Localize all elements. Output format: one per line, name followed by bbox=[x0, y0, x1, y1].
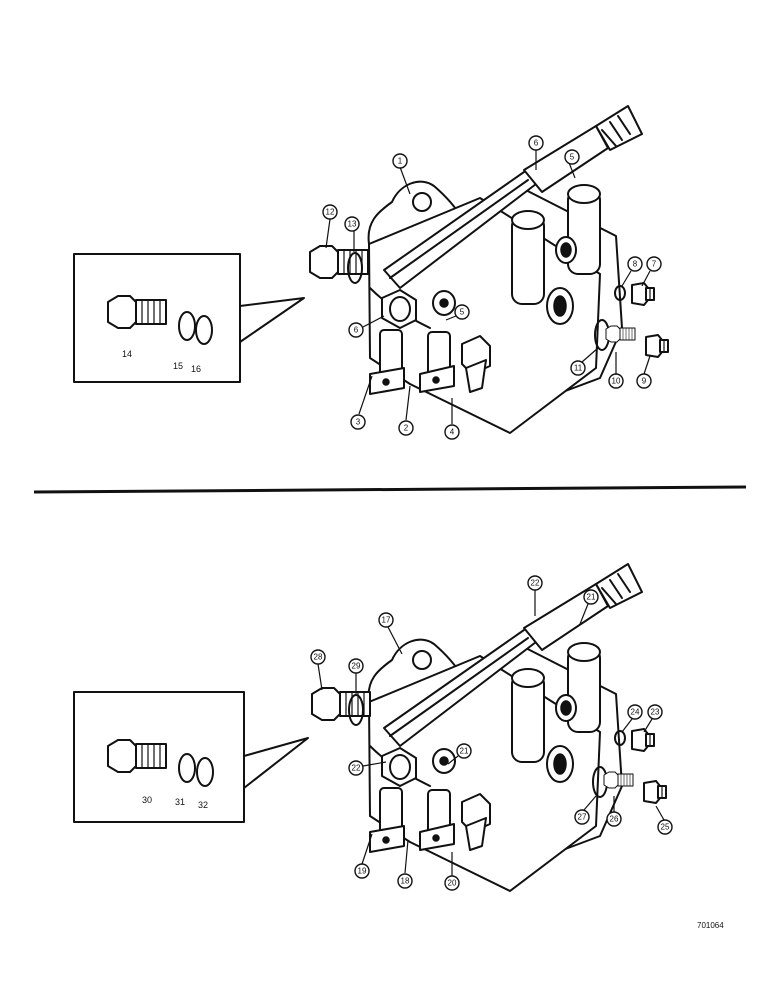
callout-25: 25 bbox=[661, 823, 670, 832]
callout-5-lower: 5 bbox=[460, 308, 465, 317]
callout-29: 29 bbox=[352, 662, 361, 671]
inset-label-32: 32 bbox=[198, 800, 208, 810]
callout-11: 11 bbox=[574, 364, 583, 373]
callout-10: 10 bbox=[612, 377, 621, 386]
top-valve-assembly bbox=[367, 105, 643, 434]
bottom-inset: 30 31 32 bbox=[73, 691, 309, 823]
callout-22-lower: 22 bbox=[352, 764, 361, 773]
callout-22-upper: 22 bbox=[531, 579, 540, 588]
callout-24: 24 bbox=[631, 708, 640, 717]
top-callouts: 1 2 3 4 5 5 6 6 7 8 9 10 11 12 13 bbox=[322, 135, 662, 440]
top-oring-13 bbox=[347, 252, 363, 284]
callout-17: 17 bbox=[382, 616, 391, 625]
top-oring-8 bbox=[614, 285, 626, 301]
callout-2: 2 bbox=[404, 424, 409, 433]
callout-6-upper: 6 bbox=[534, 139, 539, 148]
callout-21-upper: 21 bbox=[587, 593, 596, 602]
top-plug-10 bbox=[605, 325, 636, 343]
bottom-plug-28 bbox=[311, 687, 371, 721]
inset-label-30: 30 bbox=[142, 795, 152, 805]
bottom-plug-23 bbox=[631, 728, 655, 752]
callout-7: 7 bbox=[652, 260, 657, 269]
callout-13: 13 bbox=[348, 220, 357, 229]
bottom-plug-25 bbox=[643, 780, 667, 804]
bottom-valve-assembly bbox=[367, 563, 643, 892]
bottom-oring-24 bbox=[614, 730, 626, 746]
bottom-callouts: 17 18 19 20 21 21 22 22 23 24 25 26 27 2… bbox=[310, 575, 673, 891]
top-plug-9 bbox=[645, 334, 669, 358]
callout-19: 19 bbox=[358, 867, 367, 876]
inset-label-14: 14 bbox=[122, 349, 132, 359]
inset-label-31: 31 bbox=[175, 797, 185, 807]
bottom-oring-29 bbox=[348, 694, 364, 726]
top-inset: 14 15 16 bbox=[73, 253, 305, 383]
callout-4: 4 bbox=[450, 428, 455, 437]
callout-8: 8 bbox=[633, 260, 638, 269]
callout-20: 20 bbox=[448, 879, 457, 888]
section-divider bbox=[33, 485, 747, 494]
callout-26: 26 bbox=[610, 815, 619, 824]
callout-18: 18 bbox=[401, 877, 410, 886]
inset-label-16: 16 bbox=[191, 364, 201, 374]
callout-23: 23 bbox=[651, 708, 660, 717]
callout-21-lower: 21 bbox=[460, 747, 469, 756]
inset-label-15: 15 bbox=[173, 361, 183, 371]
callout-1: 1 bbox=[398, 157, 403, 166]
callout-12: 12 bbox=[326, 208, 335, 217]
top-plug-7 bbox=[631, 282, 655, 306]
callout-6-lower: 6 bbox=[354, 326, 359, 335]
callout-9: 9 bbox=[642, 377, 647, 386]
figure-code: 701064 bbox=[697, 921, 724, 930]
callout-3: 3 bbox=[356, 418, 361, 427]
callout-28: 28 bbox=[314, 653, 323, 662]
bottom-plug-26 bbox=[603, 771, 634, 789]
top-plug-12 bbox=[309, 245, 369, 279]
callout-5-upper: 5 bbox=[570, 153, 575, 162]
callout-27: 27 bbox=[578, 813, 587, 822]
